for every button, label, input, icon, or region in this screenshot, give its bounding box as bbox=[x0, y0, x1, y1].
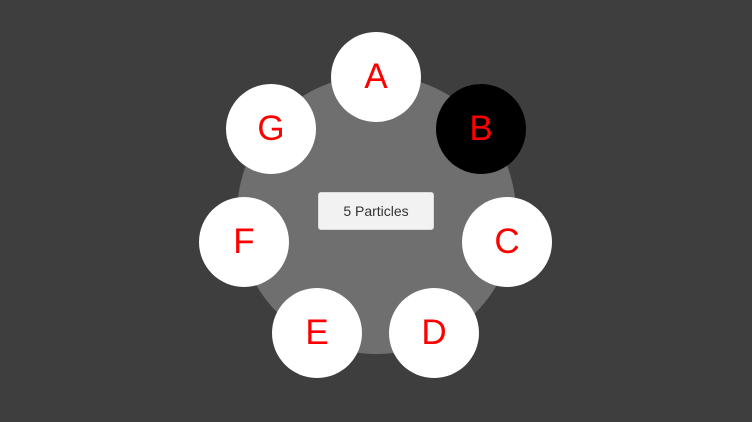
particle-count-label: 5 Particles bbox=[318, 192, 434, 230]
radial-option-b[interactable]: B bbox=[436, 84, 526, 174]
radial-option-g[interactable]: G bbox=[226, 84, 316, 174]
radial-option-c[interactable]: C bbox=[462, 197, 552, 287]
radial-option-d[interactable]: D bbox=[389, 288, 479, 378]
radial-option-e[interactable]: E bbox=[272, 288, 362, 378]
radial-option-a[interactable]: A bbox=[331, 32, 421, 122]
radial-option-f[interactable]: F bbox=[199, 197, 289, 287]
